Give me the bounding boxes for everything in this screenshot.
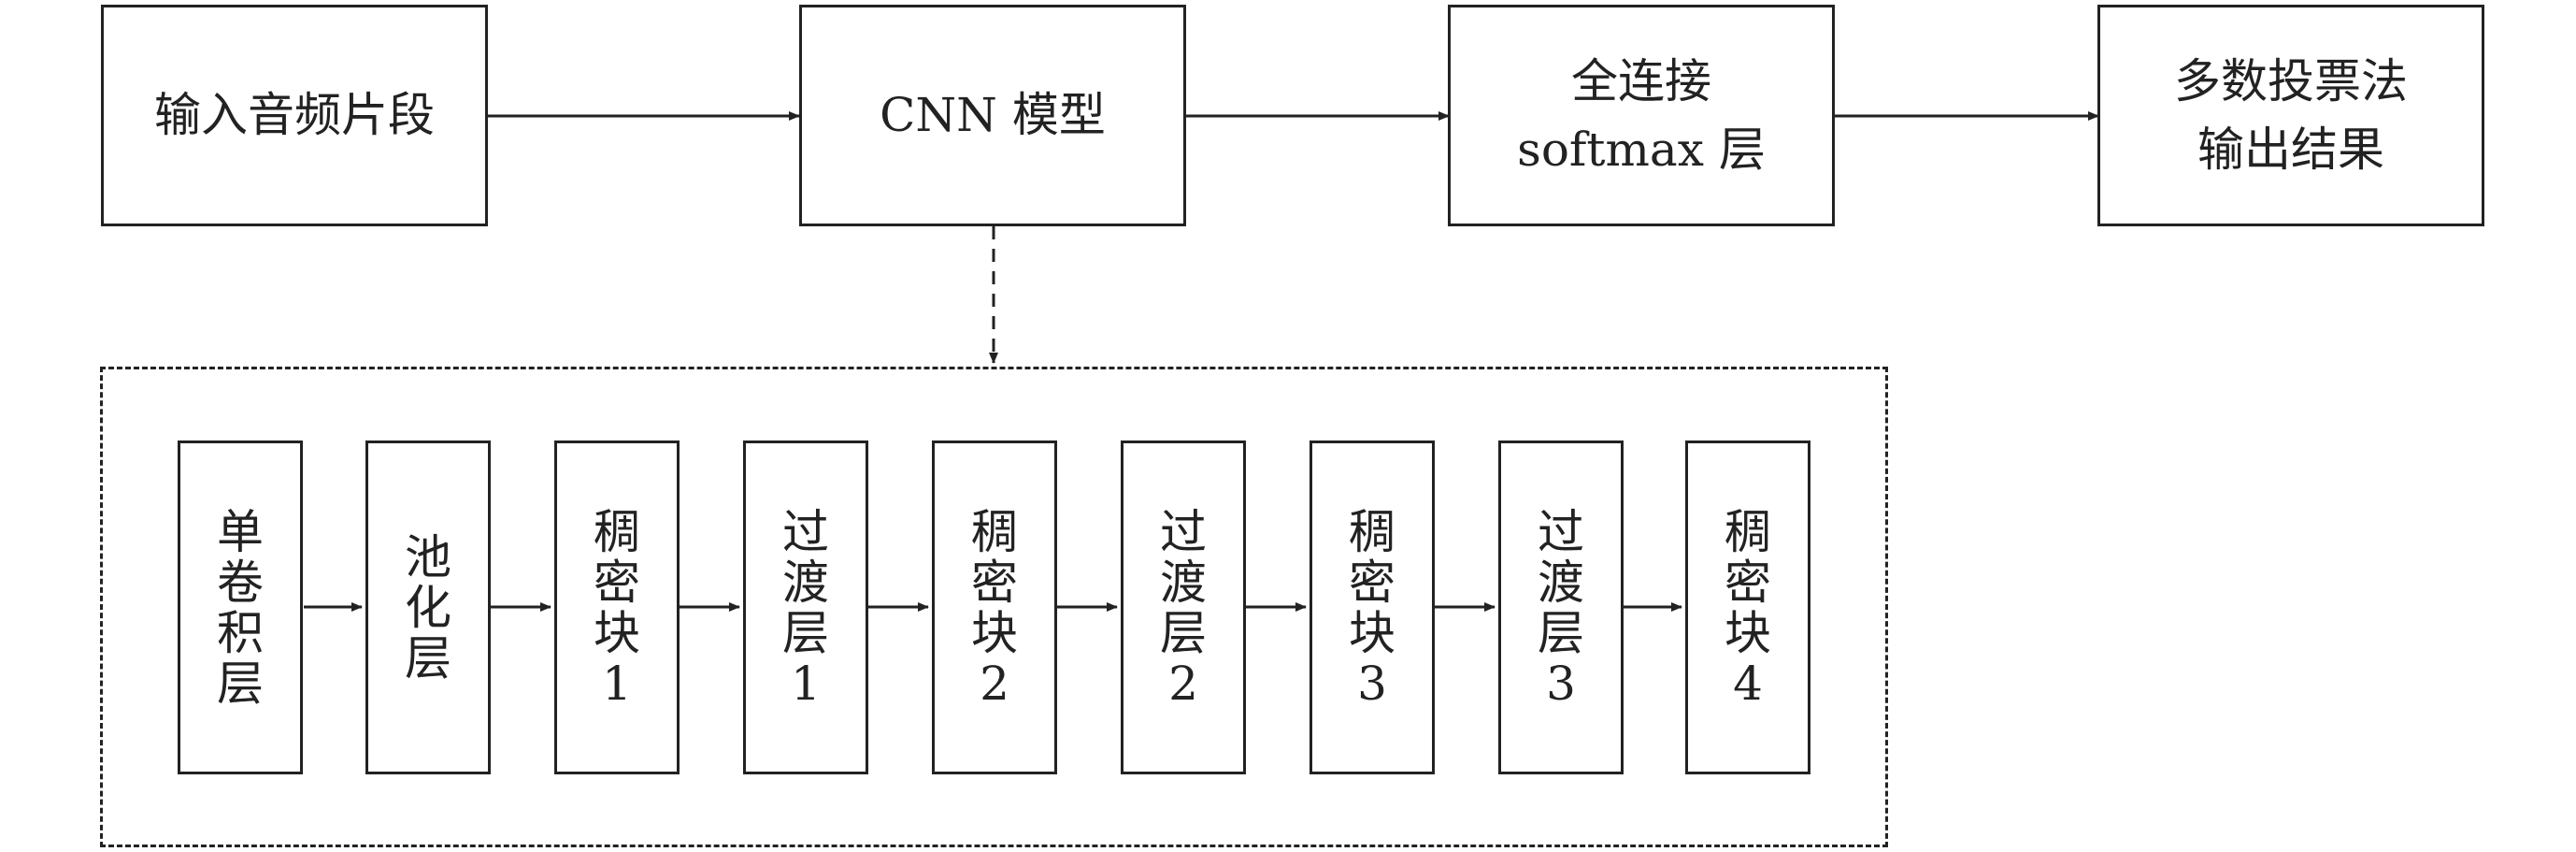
layer-char: 化 bbox=[405, 580, 451, 635]
layer-char: 稠 bbox=[594, 504, 640, 559]
majority-vote-box: 多数投票法 输出结果 bbox=[2097, 5, 2484, 226]
input-audio-label: 输入音频片段 bbox=[154, 88, 435, 143]
input-audio-box: 输入音频片段 bbox=[101, 5, 488, 226]
layer-char: 密 bbox=[971, 555, 1018, 610]
layer-pooling: 池 化 层 bbox=[365, 440, 491, 774]
layer-char: 密 bbox=[1724, 555, 1771, 610]
layer-char: 层 bbox=[1160, 605, 1207, 660]
layer-char: 渡 bbox=[782, 555, 829, 610]
layer-char: 过 bbox=[1160, 504, 1207, 559]
layer-char: 块 bbox=[971, 605, 1018, 660]
layer-char: 渡 bbox=[1538, 555, 1584, 610]
vote-label-line-1: 多数投票法 bbox=[2174, 54, 2408, 108]
cnn-detail-frame bbox=[100, 367, 1888, 847]
layer-char: 块 bbox=[1724, 605, 1771, 660]
layer-transition-3: 过 渡 层 3 bbox=[1498, 440, 1624, 774]
layer-char: 层 bbox=[1538, 605, 1584, 660]
layer-char: 池 bbox=[405, 529, 451, 585]
layer-char: 2 bbox=[1168, 656, 1198, 711]
fc-label-line-2: softmax 层 bbox=[1517, 122, 1766, 177]
layer-char: 层 bbox=[217, 656, 264, 711]
layer-char: 渡 bbox=[1160, 555, 1207, 610]
layer-char: 层 bbox=[405, 630, 451, 686]
layer-char: 1 bbox=[602, 656, 632, 711]
layer-dense-block-4: 稠 密 块 4 bbox=[1685, 440, 1810, 774]
fc-softmax-box: 全连接 softmax 层 bbox=[1448, 5, 1835, 226]
layer-char: 稠 bbox=[1349, 504, 1395, 559]
vote-label-line-2: 输出结果 bbox=[2197, 122, 2384, 177]
layer-char: 稠 bbox=[971, 504, 1018, 559]
layer-single-conv: 单 卷 积 层 bbox=[178, 440, 303, 774]
layer-char: 密 bbox=[1349, 555, 1395, 610]
layer-char: 密 bbox=[594, 555, 640, 610]
layer-char: 块 bbox=[1349, 605, 1395, 660]
layer-char: 1 bbox=[791, 656, 821, 711]
layer-char: 4 bbox=[1733, 656, 1763, 711]
fc-label-line-1: 全连接 bbox=[1571, 54, 1711, 108]
layer-char: 过 bbox=[782, 504, 829, 559]
layer-char: 卷 bbox=[217, 555, 264, 610]
layer-dense-block-1: 稠 密 块 1 bbox=[554, 440, 680, 774]
layer-char: 过 bbox=[1538, 504, 1584, 559]
layer-dense-block-2: 稠 密 块 2 bbox=[932, 440, 1057, 774]
cnn-model-box: CNN 模型 bbox=[799, 5, 1186, 226]
layer-char: 3 bbox=[1546, 656, 1576, 711]
layer-dense-block-3: 稠 密 块 3 bbox=[1309, 440, 1435, 774]
layer-char: 3 bbox=[1357, 656, 1387, 711]
layer-char: 积 bbox=[217, 605, 264, 660]
cnn-model-label: CNN 模型 bbox=[880, 88, 1106, 143]
layer-char: 层 bbox=[782, 605, 829, 660]
layer-char: 单 bbox=[217, 504, 264, 559]
layer-char: 稠 bbox=[1724, 504, 1771, 559]
layer-transition-1: 过 渡 层 1 bbox=[743, 440, 868, 774]
layer-char: 2 bbox=[980, 656, 1009, 711]
layer-transition-2: 过 渡 层 2 bbox=[1121, 440, 1246, 774]
layer-char: 块 bbox=[594, 605, 640, 660]
